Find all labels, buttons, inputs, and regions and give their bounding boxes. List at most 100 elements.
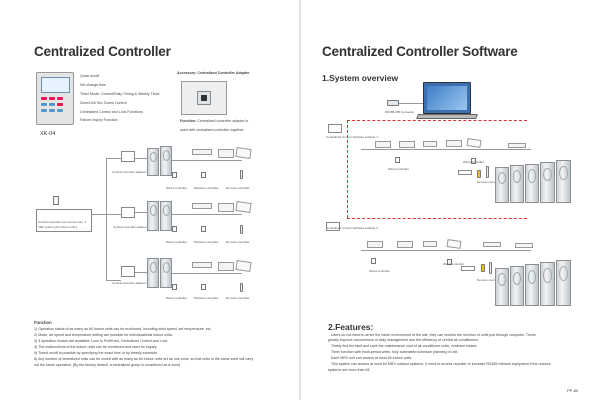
- wireless-controller-icon: [201, 284, 206, 290]
- indoor-unit-icon: [218, 203, 234, 212]
- outdoor-unit-icon: [525, 164, 539, 203]
- converter-label: RS485-485 Converter: [385, 110, 415, 114]
- remote-controller-icon: [240, 283, 243, 292]
- adapter-label-1: Central controller adaptor cable: [112, 170, 154, 174]
- outdoor-unit-icon: [147, 201, 159, 231]
- function-line: 6) Any number of centralized units can b…: [34, 357, 254, 361]
- indoor-unit-icon: [508, 143, 526, 148]
- indoor-unit-icon: [466, 138, 482, 148]
- wired-controller-label: Wired controller: [388, 167, 410, 171]
- indoor-unit-icon: [423, 241, 437, 247]
- adapter-label-2: Central controller adaptor cable: [113, 225, 155, 229]
- wireless-controller-icon: [489, 262, 492, 274]
- feature-line: greatly improve convenience of daily man…: [328, 338, 480, 342]
- indoor-unit-icon: [367, 241, 383, 248]
- function-line: 4) The malfunctions of the indoor units …: [34, 345, 158, 349]
- wireless-controller-label: Wireless controller: [194, 186, 219, 190]
- outdoor-unit-icon: [556, 260, 571, 306]
- wired-controller-icon: [172, 172, 177, 178]
- adapter-label-3: Central controller adaptor cable: [112, 281, 154, 285]
- wireless-controller-icon: [486, 166, 489, 178]
- controller-model: XK-04: [40, 131, 56, 137]
- right-page-title: Centralized Controller Software: [322, 44, 518, 59]
- central-controller-note-box: [36, 209, 92, 232]
- remote-controller-label: Remote controller: [477, 278, 501, 282]
- indoor-unit-icon: [483, 242, 501, 247]
- converter-icon: [387, 100, 399, 106]
- wireless-controller-label: Wireless controller: [194, 240, 219, 244]
- outdoor-unit-icon: [495, 268, 509, 306]
- wired-controller-icon: [447, 259, 452, 265]
- wireless-controller-icon: [201, 226, 206, 232]
- central-adapter-2: [121, 207, 135, 218]
- indoor-unit-icon: [446, 140, 462, 147]
- function-item: Quick on/off: [80, 74, 100, 78]
- cc-adapter-2-label: Centralized Control Software Adapter 2: [326, 226, 379, 230]
- left-page: Centralized Controller XK-04 Quick on/of…: [0, 0, 299, 400]
- adapter-function-text: Centralized controller adaptor is: [197, 119, 249, 123]
- wireless-controller-icon: [201, 172, 206, 178]
- function-item: Zone/Unit Sec Zoned Control: [80, 101, 127, 105]
- function-line: 3) 3 operation modes are available: Lock…: [34, 339, 169, 343]
- outdoor-unit-icon: [540, 162, 555, 203]
- indoor-unit-icon: [397, 241, 413, 248]
- remote-controller-label: Remote controller: [226, 240, 250, 244]
- adapter-title: Accessory: Centralized Controller Adapte…: [177, 71, 250, 75]
- function-item: Timer Mode: Current/Daily Timing & Weekl…: [80, 92, 160, 96]
- remote-controller-label: Remote controller: [226, 296, 250, 300]
- feature-line: Users do not need to arrive the harsh en…: [331, 333, 536, 337]
- function-line: 2) Mode, air speed and temperature setti…: [34, 333, 173, 337]
- function-line: 5) Timed on/off is possible by specifyin…: [34, 351, 159, 355]
- adapter-image: [181, 81, 227, 115]
- indoor-unit-icon: [235, 201, 252, 213]
- page-number: PP-80: [567, 388, 579, 393]
- wired-controller-label: Wired controller: [166, 240, 188, 244]
- indoor-unit-icon: [375, 141, 391, 148]
- cc-adapter-1-label: Centralized Control Software Adapter 1: [326, 135, 379, 139]
- remote-icon-box: [461, 266, 475, 271]
- system-overview-title: 1.System overview: [322, 73, 399, 83]
- indoor-unit-icon: [192, 262, 212, 268]
- controller-xk04-image: [36, 72, 74, 125]
- wired-controller-label: Wired controller: [443, 262, 465, 266]
- wired-controller-icon: [395, 157, 400, 163]
- feature-line: This system can access at most 64 MRV ou…: [331, 362, 551, 366]
- feature-line: systems are more than 64.: [328, 368, 371, 372]
- wired-controller-label: Wired controller: [166, 186, 188, 190]
- remote-icon-box: [458, 170, 472, 175]
- function-line: out the same operation. (By the factory …: [34, 363, 181, 367]
- feature-line: Timely find the fault and save the maint…: [331, 344, 478, 348]
- central-controller-note2: VRF system (64 indoor units): [38, 225, 77, 229]
- left-page-title: Centralized Controller: [34, 44, 171, 59]
- indoor-unit-icon: [218, 262, 234, 271]
- laptop-icon: [423, 82, 471, 114]
- wired-controller-label: Wired controller: [463, 160, 485, 164]
- adapter-function-label: Function:: [180, 119, 197, 123]
- features-title: 2.Features:: [328, 322, 374, 332]
- indoor-unit-icon: [235, 147, 252, 159]
- remote-controller-icon: [240, 225, 243, 234]
- wired-controller-icon: [371, 258, 376, 264]
- outdoor-unit-icon: [147, 148, 159, 176]
- outdoor-unit-icon: [147, 258, 159, 288]
- central-adapter-1: [121, 151, 135, 162]
- cc-software-adapter-2: [326, 222, 340, 231]
- remote-controller-label: Remote controller: [226, 186, 250, 190]
- remote-controller-icon: [481, 264, 485, 272]
- wireless-controller-label: Wireless controller: [194, 296, 219, 300]
- function-line: 1) Operation status of as many as 64 ind…: [34, 327, 212, 331]
- outdoor-unit-icon: [160, 201, 172, 231]
- wired-controller-label: Wired controller: [369, 269, 391, 273]
- adapter-function-text2: used with centralized controller togethe…: [180, 128, 245, 132]
- remote-controller-label: Remote controller: [477, 180, 501, 184]
- remote-controller-icon: [477, 170, 481, 178]
- feature-line: Each MRV unit can access at most 64 indo…: [331, 356, 413, 360]
- indoor-unit-icon: [446, 239, 462, 249]
- function-item: Failure Inquiry Function: [80, 118, 118, 122]
- central-controller-note: Central controller can control max. 4: [38, 220, 87, 224]
- right-page: Centralized Controller Software 1.System…: [301, 0, 600, 400]
- indoor-unit-icon: [515, 243, 533, 248]
- cc-software-adapter-1: [328, 124, 342, 133]
- outdoor-unit-icon: [510, 165, 524, 203]
